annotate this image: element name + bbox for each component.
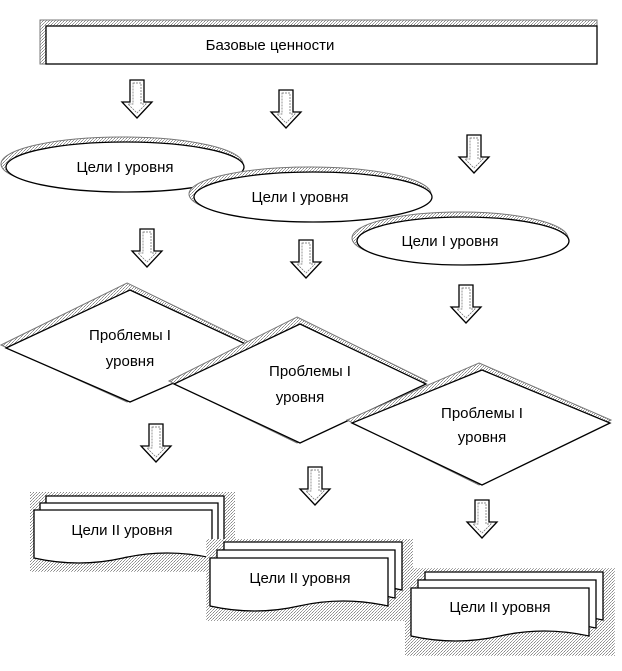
goal-level1-label: Цели I уровня: [252, 189, 349, 206]
arrow-down-icon: [270, 89, 302, 129]
goal-level1-ellipse-2: Цели I уровня: [188, 166, 433, 223]
goal-level2-label: Цели II уровня: [249, 570, 350, 587]
base-values-label: Базовые ценности: [206, 37, 335, 54]
goal-level2-doc-stack-3: Цели II уровня: [405, 568, 615, 656]
problem-level1-label-line2: уровня: [276, 389, 324, 406]
base-values-box: Базовые ценности: [39, 19, 598, 65]
arrow-down-icon: [131, 228, 163, 268]
arrow-down-icon: [458, 134, 490, 174]
arrow-down-icon: [466, 499, 498, 539]
goal-level1-label: Цели I уровня: [77, 159, 174, 176]
goal-level1-ellipse-3: Цели I уровня: [351, 211, 570, 266]
arrow-down-icon: [299, 466, 331, 506]
problem-level1-label-line1: Проблемы I: [89, 327, 171, 344]
problem-level1-label-line1: Проблемы I: [441, 405, 523, 422]
arrow-down-icon: [140, 423, 172, 463]
problem-level1-label-line2: уровня: [458, 429, 506, 446]
goal-level1-ellipse-1: Цели I уровня: [0, 136, 245, 193]
problem-level1-label-line1: Проблемы I: [269, 363, 351, 380]
arrow-down-icon: [290, 239, 322, 279]
goal-level1-label: Цели I уровня: [402, 233, 499, 250]
problem-level1-label-line2: уровня: [106, 353, 154, 370]
arrow-down-icon: [450, 284, 482, 324]
arrow-down-icon: [121, 79, 153, 119]
goal-level2-doc-stack-2: Цели II уровня: [206, 539, 413, 621]
goal-level2-doc-stack-1: Цели II уровня: [30, 492, 235, 572]
goal-level2-label: Цели II уровня: [71, 522, 172, 539]
goal-level2-label: Цели II уровня: [449, 599, 550, 616]
problem-level1-diamond-3: Проблемы I уровня: [345, 362, 613, 486]
